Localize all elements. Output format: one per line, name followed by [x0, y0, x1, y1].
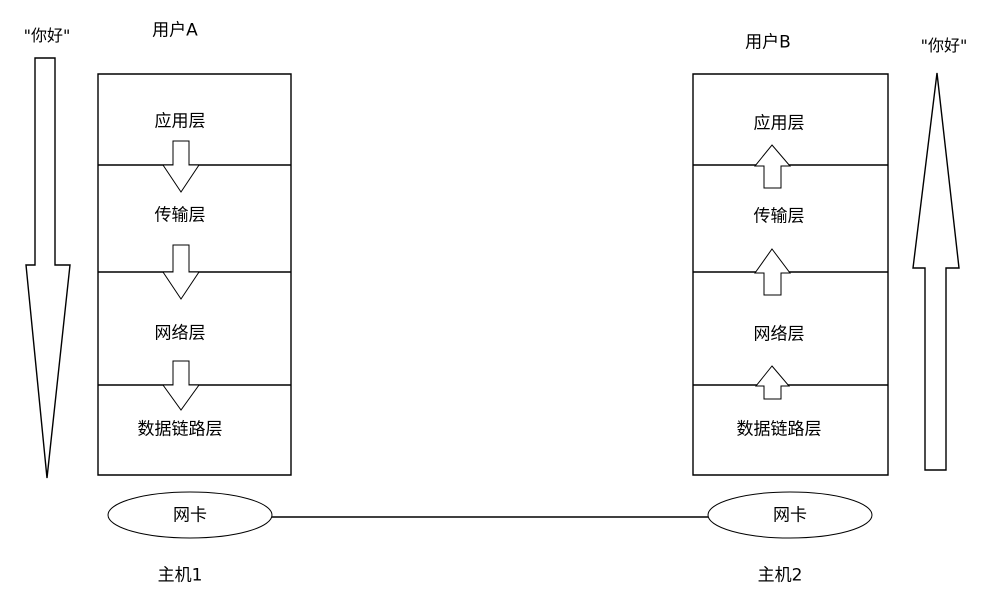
right-user-label: 用户B — [745, 32, 791, 53]
left-layer-datalink: 数据链路层 — [137, 419, 223, 440]
right-message-arrow-up — [913, 73, 959, 470]
right-host-label: 主机2 — [757, 565, 803, 586]
right-inner-arrow-3-up — [754, 365, 791, 400]
left-inner-arrow-3-down — [162, 360, 200, 411]
left-layer-network: 网络层 — [154, 323, 206, 344]
left-message-label: "你好" — [23, 26, 71, 45]
left-nic-ellipse — [107, 491, 273, 539]
right-nic-ellipse — [707, 491, 873, 539]
right-layer-transport: 传输层 — [753, 206, 805, 227]
left-layer-transport: 传输层 — [154, 205, 206, 226]
left-nic-label: 网卡 — [173, 505, 207, 526]
right-inner-arrow-1-up — [753, 144, 792, 189]
left-message-arrow-down — [26, 58, 70, 478]
right-layer-application: 应用层 — [753, 113, 805, 134]
right-layer-datalink: 数据链路层 — [736, 419, 822, 440]
right-message-label: "你好" — [920, 36, 968, 55]
left-user-label: 用户A — [152, 20, 198, 41]
left-host-label: 主机1 — [157, 565, 203, 586]
left-inner-arrow-1-down — [162, 140, 200, 193]
right-layer-network: 网络层 — [753, 324, 805, 345]
right-stack-box — [693, 74, 888, 475]
left-inner-arrow-2-down — [162, 244, 200, 300]
left-layer-application: 应用层 — [154, 111, 206, 132]
right-nic-label: 网卡 — [773, 505, 807, 526]
right-inner-arrow-2-up — [754, 248, 791, 296]
